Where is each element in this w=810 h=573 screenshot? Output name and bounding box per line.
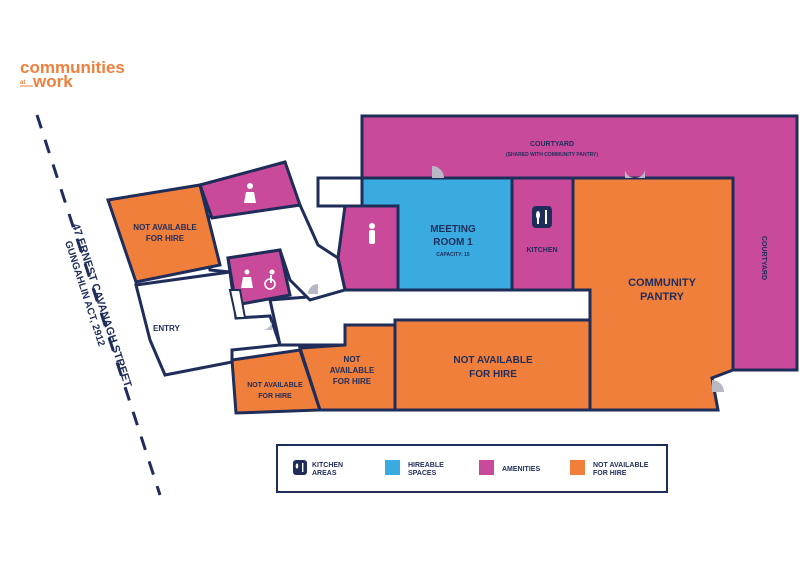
passage-small xyxy=(228,289,247,319)
legend-nafh-label-2: FOR HIRE xyxy=(593,470,627,477)
nafh-small-label-3: FOR HIRE xyxy=(333,377,372,386)
communities-at-work-logo: communities at work xyxy=(20,58,125,91)
meeting-room-label-2: ROOM 1 xyxy=(433,237,473,248)
legend-item-hireable: HIREABLE SPACES xyxy=(385,460,444,477)
courtyard-top-label: COURTYARD xyxy=(530,141,574,148)
toilet-room-center xyxy=(336,204,400,292)
legend-hireable-label-2: SPACES xyxy=(408,470,437,477)
courtyard-right-label: COURTYARD xyxy=(760,236,767,280)
logo-at: at xyxy=(20,80,25,86)
white-room-upper xyxy=(316,176,364,208)
hall-upper-left xyxy=(198,203,347,302)
nafh-large-label-2: FOR HIRE xyxy=(469,369,517,380)
logo-line1: communities xyxy=(20,58,125,77)
nafh-bottomleft-label-2: FOR HIRE xyxy=(258,393,292,400)
legend-item-kitchen: KITCHEN AREAS xyxy=(293,460,343,477)
courtyard-top-note: (SHARED WITH COMMUNITY PANTRY) xyxy=(506,152,598,158)
toilet-room-top xyxy=(198,160,303,220)
legend-item-amenities: AMENITIES xyxy=(479,460,540,475)
nafh-topleft-label-2: FOR HIRE xyxy=(146,234,185,243)
nafh-small-label-2: AVAILABLE xyxy=(330,366,375,375)
accessible-toilet-icon xyxy=(241,269,276,290)
community-pantry-label-1: COMMUNITY xyxy=(628,277,696,289)
legend-amenities-label: AMENITIES xyxy=(502,466,540,473)
not-available-large xyxy=(393,318,592,412)
kitchen-room xyxy=(510,176,575,292)
legend-kitchen-label-2: AREAS xyxy=(312,470,337,477)
kitchen-icon xyxy=(532,206,552,228)
nafh-bottomleft-label-1: NOT AVAILABLE xyxy=(247,382,303,389)
meeting-room-capacity: CAPACITY: 15 xyxy=(436,252,470,258)
door-markers xyxy=(262,166,724,392)
person-icon-top xyxy=(244,183,256,203)
logo-line2: work xyxy=(32,72,73,91)
entry-label: ENTRY xyxy=(153,324,180,333)
legend-hireable-label-1: HIREABLE xyxy=(408,462,444,469)
meeting-room-label-1: MEETING xyxy=(430,224,476,235)
person-icon-center xyxy=(369,223,375,244)
not-available-top-left xyxy=(106,183,222,284)
community-pantry-label-2: PANTRY xyxy=(640,291,685,303)
nafh-large-label-1: NOT AVAILABLE xyxy=(453,355,533,366)
nafh-topleft-label-1: NOT AVAILABLE xyxy=(133,223,197,232)
legend: KITCHEN AREAS HIREABLE SPACES AMENITIES … xyxy=(276,444,668,493)
legend-item-not-available: NOT AVAILABLE FOR HIRE xyxy=(570,460,649,477)
kitchen-label: KITCHEN xyxy=(526,247,557,254)
nafh-small-label-1: NOT xyxy=(344,355,361,364)
legend-kitchen-label-1: KITCHEN xyxy=(312,462,343,469)
legend-nafh-label-1: NOT AVAILABLE xyxy=(593,462,649,469)
